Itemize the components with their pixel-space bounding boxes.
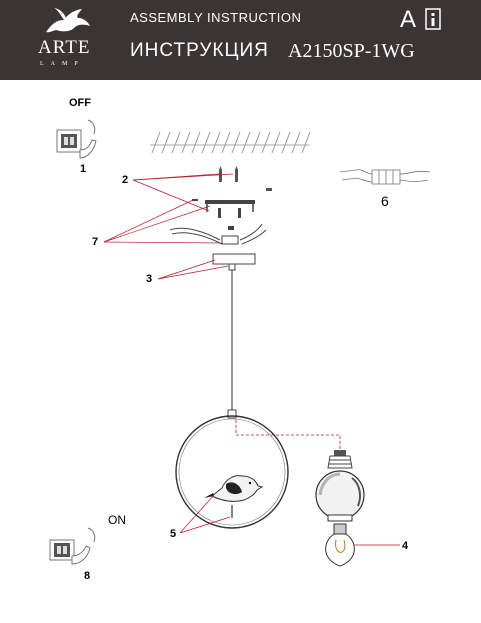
wiring-diagram-icon: [339, 169, 431, 185]
wire-to-socket: [235, 420, 341, 450]
ring-frame: [175, 415, 289, 529]
on-label: ON: [108, 513, 126, 527]
wall-switch-off-icon: [56, 119, 97, 159]
mounting-screw-icon: [266, 188, 272, 191]
griffin-logo-icon: [46, 8, 90, 33]
glass-shade-icon: [315, 470, 365, 522]
leader-lines: [103, 173, 400, 546]
terminal-block-icon: [221, 235, 239, 245]
brand-logo-text: ARTE: [38, 37, 91, 58]
brand-logo-subtitle: LAMP: [40, 61, 85, 67]
light-bulb-icon: [325, 523, 355, 567]
step-7-label: 7: [92, 236, 99, 248]
title-english: ASSEMBLY INSTRUCTION: [130, 10, 302, 25]
off-label: OFF: [69, 97, 91, 109]
ceiling-hatch: [150, 131, 311, 154]
language-letter: A: [400, 6, 417, 33]
wall-anchors-icon: [219, 166, 238, 182]
step-2-label: 2: [122, 174, 129, 186]
wall-switch-on-icon: [49, 527, 96, 565]
title-russian: ИНСТРУКЦИЯ: [130, 40, 269, 61]
supply-wires: [169, 223, 267, 245]
info-book-icon: [425, 8, 441, 30]
step-8-label: 8: [84, 570, 91, 582]
cable-clamp: [227, 409, 237, 419]
mounting-bar-icon: [192, 199, 255, 218]
bird-decoration-icon: [204, 475, 264, 502]
step-3-label: 3: [146, 273, 153, 285]
step-5-label: 5: [170, 528, 177, 540]
step-6-label: 6: [381, 193, 389, 209]
model-number: A2150SP-1WG: [288, 40, 415, 62]
lamp-socket-icon: [327, 450, 353, 469]
canopy: [212, 253, 256, 265]
step-4-label: 4: [402, 540, 409, 552]
header-bar: ARTE LAMP ASSEMBLY INSTRUCTION ИНСТРУКЦИ…: [0, 0, 481, 80]
step-1-label: 1: [80, 163, 87, 175]
